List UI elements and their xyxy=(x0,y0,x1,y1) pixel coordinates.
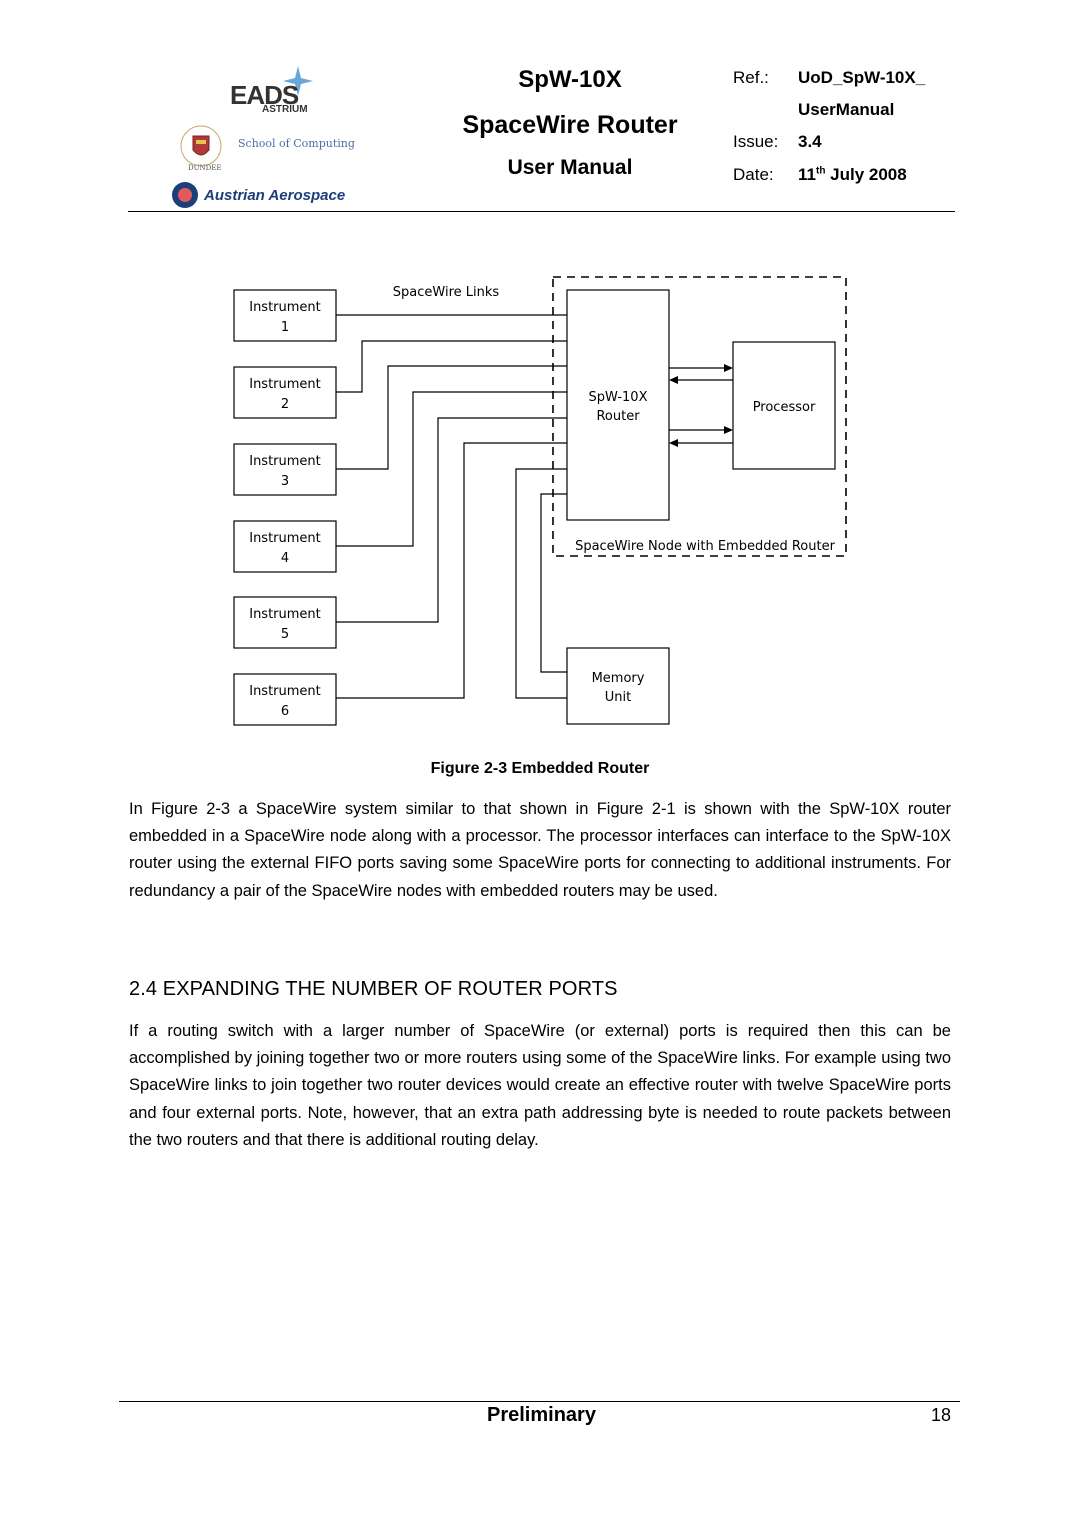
processor-box xyxy=(732,341,836,470)
eads-star-icon xyxy=(283,66,313,96)
router-box xyxy=(566,289,670,521)
memory-label-2: Unit xyxy=(605,690,631,705)
instrument-5-name: Instrument xyxy=(249,607,321,622)
links-label: SpaceWire Links xyxy=(393,285,500,300)
arrowhead-2 xyxy=(669,376,678,384)
arrowhead-4 xyxy=(669,439,678,447)
instrument-2-num: 2 xyxy=(281,397,289,412)
embedded-router-diagram: SpaceWire Links Instrument 1 Instrument … xyxy=(233,276,847,726)
instrument-1-num: 1 xyxy=(281,320,289,335)
austrian-emblem-icon xyxy=(172,182,198,208)
memory-box xyxy=(566,647,670,725)
instrument-4-name: Instrument xyxy=(249,531,321,546)
section-heading: 2.4 EXPANDING THE NUMBER OF ROUTER PORTS xyxy=(129,978,618,1000)
issue-label: Issue: xyxy=(733,132,779,151)
issue-value: 3.4 xyxy=(798,132,822,151)
date-month-year: July 2008 xyxy=(825,165,907,184)
figure-caption: Figure 2-3 Embedded Router xyxy=(430,760,650,777)
paragraph-embedded-router: In Figure 2-3 a SpaceWire system similar… xyxy=(129,800,951,900)
austrian-wordmark: Austrian Aerospace xyxy=(204,187,346,204)
node-label: SpaceWire Node with Embedded Router xyxy=(575,539,836,554)
link-4 xyxy=(336,391,567,547)
instrument-3-num: 3 xyxy=(281,474,289,489)
dundee-school-text: School of Computing xyxy=(238,137,355,150)
link-5 xyxy=(336,417,567,623)
date-value: 11th July 2008 xyxy=(798,165,907,185)
ref-label: Ref.: xyxy=(733,68,769,87)
footer-rule xyxy=(119,1401,960,1402)
paragraph-expanding-ports: If a routing switch with a larger number… xyxy=(129,1022,951,1149)
link-3 xyxy=(336,365,567,470)
eads-astrium-logo: EADS ASTRIUM xyxy=(228,64,320,116)
doc-type: User Manual xyxy=(507,156,633,179)
memory-label-1: Memory xyxy=(592,671,645,686)
page-number: 18 xyxy=(931,1405,952,1425)
ref-value-1: UoD_SpW-10X_ xyxy=(798,68,926,87)
router-label-1: SpW-10X xyxy=(589,390,648,405)
dundee-small-text: DUNDEE xyxy=(188,164,222,172)
link-6 xyxy=(336,442,567,699)
instrument-5-num: 5 xyxy=(281,627,289,642)
header-rule xyxy=(128,211,955,212)
instrument-2-name: Instrument xyxy=(249,377,321,392)
instrument-box-6 xyxy=(233,673,337,726)
processor-label: Processor xyxy=(753,400,816,415)
doc-title: SpW-10X xyxy=(518,66,622,93)
arrowhead-1 xyxy=(724,364,733,372)
node-boundary xyxy=(552,276,847,557)
date-suffix: th xyxy=(815,165,826,177)
ref-value-2: UserManual xyxy=(798,100,895,119)
austrian-aerospace-logo: Austrian Aerospace xyxy=(170,180,380,210)
eads-wordmark: EADS xyxy=(230,80,299,110)
date-label: Date: xyxy=(733,165,774,184)
footer-status: Preliminary xyxy=(487,1404,596,1426)
instrument-6-name: Instrument xyxy=(249,684,321,699)
instrument-1-name: Instrument xyxy=(249,300,321,315)
router-label-2: Router xyxy=(596,409,640,424)
date-day: 11 xyxy=(798,165,816,184)
doc-subtitle: SpaceWire Router xyxy=(462,111,678,139)
instrument-6-num: 6 xyxy=(281,704,289,719)
link-2 xyxy=(336,340,567,393)
dundee-logo: School of Computing DUNDEE xyxy=(176,124,356,176)
instrument-4-num: 4 xyxy=(281,551,289,566)
link-memory-b xyxy=(540,493,567,673)
astrium-wordmark: ASTRIUM xyxy=(262,104,308,115)
instrument-3-name: Instrument xyxy=(249,454,321,469)
dundee-crest-icon xyxy=(180,125,222,167)
link-memory-a xyxy=(515,468,567,699)
arrowhead-3 xyxy=(724,426,733,434)
